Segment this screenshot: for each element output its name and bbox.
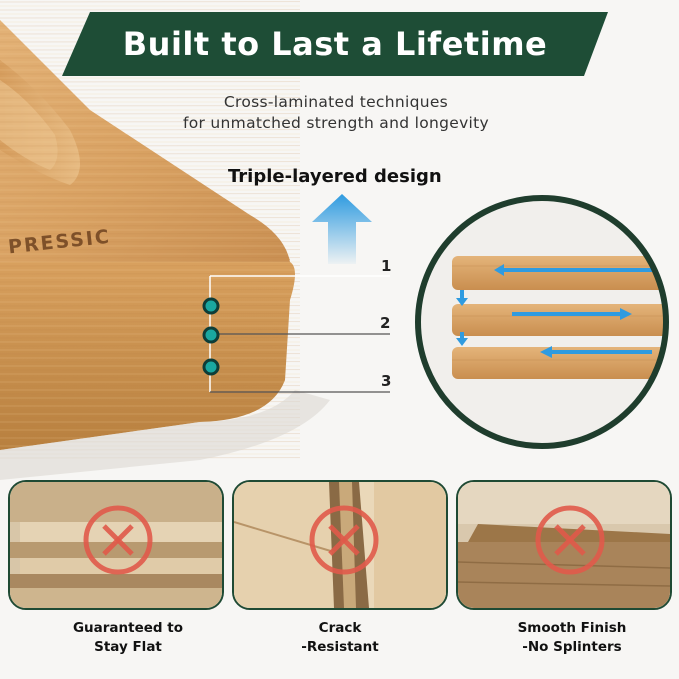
feature-caption-splinters-line-1: Smooth Finish bbox=[517, 620, 627, 636]
feature-caption-splinters-line-2: -No Splinters bbox=[522, 639, 622, 655]
feature-caption-flat-line-2: Stay Flat bbox=[94, 639, 162, 655]
layer-dot-3 bbox=[202, 358, 220, 376]
layer-dot-2 bbox=[202, 326, 220, 344]
cross-circle-icon bbox=[309, 505, 379, 575]
layer-dot-1 bbox=[202, 297, 220, 315]
feature-caption-splinters: Smooth Finish -No Splinters bbox=[472, 619, 672, 657]
grain-arrow-left-icon bbox=[540, 346, 652, 358]
arrow-up-icon bbox=[312, 194, 372, 264]
grain-arrow-left-icon bbox=[494, 264, 652, 276]
cross-circle-icon bbox=[535, 505, 605, 575]
triple-layer-label: Triple-layered design bbox=[228, 166, 442, 187]
layer-number-2: 2 bbox=[380, 314, 391, 332]
cross-circle-icon bbox=[83, 505, 153, 575]
layer-zoom-circle bbox=[415, 195, 669, 449]
layer-indicators bbox=[202, 275, 390, 393]
headline-banner: Built to Last a Lifetime bbox=[62, 12, 608, 76]
subtitle-line-2: for unmatched strength and longevity bbox=[182, 114, 490, 132]
feature-caption-flat: Guaranteed to Stay Flat bbox=[28, 619, 228, 657]
feature-caption-flat-line-1: Guaranteed to bbox=[72, 620, 184, 636]
feature-caption-crack: Crack -Resistant bbox=[240, 619, 440, 657]
feature-photo-flat bbox=[8, 480, 224, 610]
grain-arrow-right-icon bbox=[512, 308, 632, 320]
feature-photo-crack bbox=[232, 480, 448, 610]
layer-number-1: 1 bbox=[381, 257, 392, 275]
feature-photo-splinters bbox=[456, 480, 672, 610]
feature-caption-crack-line-2: -Resistant bbox=[301, 639, 379, 655]
subtitle-line-1: Cross-laminated techniques bbox=[223, 93, 449, 111]
headline: Built to Last a Lifetime bbox=[122, 25, 548, 63]
layer-number-3: 3 bbox=[381, 372, 392, 390]
subtitle: Cross-laminated techniques for unmatched… bbox=[130, 92, 542, 134]
feature-caption-crack-line-1: Crack bbox=[318, 620, 362, 636]
